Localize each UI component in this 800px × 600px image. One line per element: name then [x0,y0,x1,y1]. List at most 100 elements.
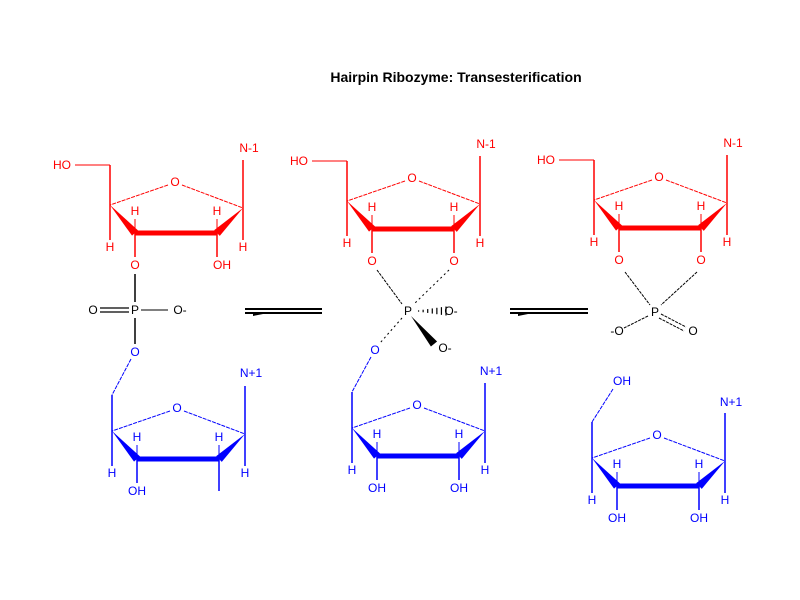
ring-bond [418,180,481,205]
hydrogen-label: H [588,493,597,507]
hydrogen-label: H [481,463,490,477]
wedge-bond [216,434,245,462]
base-label: N-1 [476,137,496,151]
hydroxyl-5prime-label: HO [53,158,71,172]
double-bond [658,317,685,332]
hydroxyl-2prime-label: OH [690,511,708,525]
hydrogen-label: H [368,200,377,214]
ring-bond [351,407,411,429]
hydroxyl-2prime-label: OH [450,481,468,495]
hydrogen-label: H [108,466,117,480]
base-label: N+1 [720,395,743,409]
hydrogen-label: H [133,430,142,444]
wedge-bond [592,458,620,489]
ring-bond [423,407,486,432]
hydroxyl-5prime-label: OH [613,374,631,388]
wedge-bond [594,200,622,231]
hashed-bond [417,306,447,316]
oxygen-3prime-label: O [614,253,623,267]
bond [624,271,651,306]
bond [591,388,614,423]
ring-bond [591,437,651,459]
hydrogen-label: H [450,200,459,214]
hydrogen-label: H [697,199,706,213]
wedge-bond [352,428,380,459]
hydrogen-label: H [373,427,382,441]
anionic-oxygen-label: -O [610,324,623,338]
ring-oxygen-label: O [172,401,181,415]
oxygen-5prime-label: O [370,343,379,357]
wedge-bond [698,203,727,231]
bond [376,269,403,305]
hydrogen-label: H [721,493,730,507]
anionic-oxygen-label: O- [438,341,451,355]
hydrogen-label: H [213,204,222,218]
diagram-title: Hairpin Ribozyme: Transesterification [330,69,581,85]
base-label: N-1 [239,141,259,155]
hydrogen-label: H [695,457,704,471]
ring-oxygen-label: O [170,175,179,189]
hydrogen-label: H [723,235,732,249]
ring-bond [183,410,246,435]
phosphorus-label: P [651,305,659,319]
equilibrium-arrow-1-head [253,312,263,316]
wedge-bond [411,316,438,347]
oxygen-3prime-label: O [130,258,139,272]
hydroxyl-5prime-label: HO [290,154,308,168]
base-label: N+1 [240,366,263,380]
ring-oxygen-label: O [412,398,421,412]
hydrogen-label: H [455,427,464,441]
bond [379,317,403,344]
wedge-bond [112,431,140,462]
wedge-bond [347,201,375,232]
bond [623,315,649,329]
hydrogen-label: H [615,199,624,213]
ring-bond [663,437,726,462]
hydroxyl-5prime-label: HO [537,153,555,167]
ring-bond [109,184,169,206]
bond [351,356,372,393]
oxygen-3prime-label: O [367,254,376,268]
phosphorus-label: P [131,303,139,317]
hydroxyl-3prime-label: OH [368,481,386,495]
hydrogen-label: H [476,236,485,250]
hydrogen-label: H [215,430,224,444]
hydrogen-label: H [241,466,250,480]
phosphorus-label: P [404,304,412,318]
hydroxyl-2prime-label: OH [213,258,231,272]
oxo-oxygen-label: O [688,324,697,338]
wedge-bond [696,461,725,489]
bond [660,271,698,306]
base-label: N+1 [480,364,503,378]
wedge-bond [456,431,485,459]
hydrogen-label: H [131,204,140,218]
ring-oxygen-label: O [407,171,416,185]
oxygen-2prime-label: O [449,254,458,268]
bond [111,358,132,396]
ring-bond [181,184,244,209]
bond [413,269,450,305]
ring-bond [665,179,728,204]
ring-bond [346,180,406,202]
equilibrium-arrow-2-head [518,312,528,316]
anionic-oxygen-label: O- [173,303,186,317]
ring-oxygen-label: O [652,428,661,442]
wedge-bond [214,208,243,236]
hydroxyl-3prime-label: OH [128,484,146,498]
oxygen-2prime-label: O [696,253,705,267]
hydrogen-label: H [239,240,248,254]
oxo-oxygen-label: O [88,303,97,317]
ring-bond [111,410,171,432]
base-label: N-1 [723,136,743,150]
hydrogen-label: H [590,235,599,249]
hydrogen-label: H [343,236,352,250]
ring-oxygen-label: O [654,170,663,184]
anionic-oxygen-label: O- [444,304,457,318]
hydrogen-label: H [348,463,357,477]
hydroxyl-3prime-label: OH [608,511,626,525]
oxygen-5prime-label: O [130,345,139,359]
hydrogen-label: H [613,457,622,471]
ring-bond [593,179,653,201]
